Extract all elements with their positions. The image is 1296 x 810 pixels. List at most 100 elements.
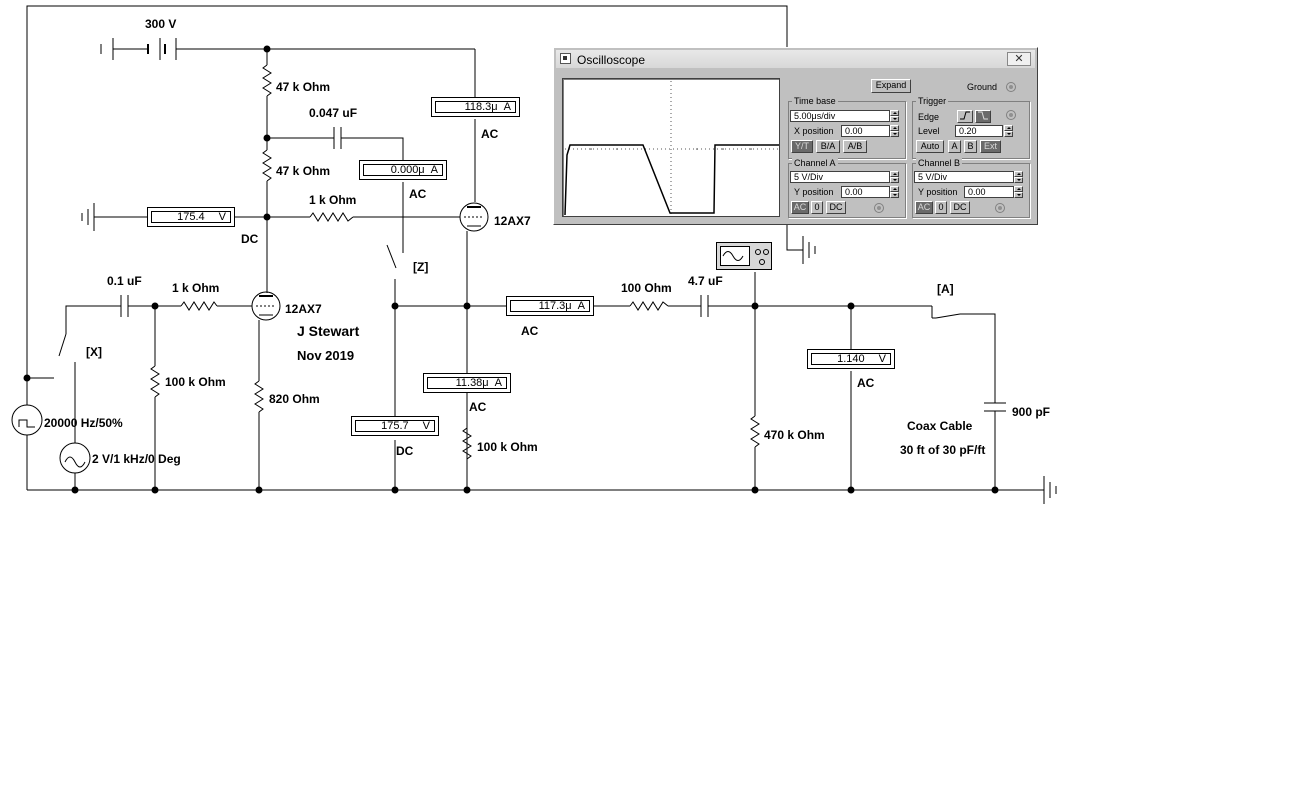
resistor-1k-grid1	[180, 301, 218, 311]
voltmeter-175-7[interactable]: 175.7 V	[351, 416, 439, 436]
oscilloscope-window[interactable]: Oscilloscope ✕ Expand Ground Time base 5…	[553, 47, 1038, 225]
channel-a-ypos-spinner[interactable]	[890, 186, 899, 198]
channel-b-radio[interactable]	[995, 203, 1005, 213]
meter-unit: A	[577, 300, 585, 312]
channel-a-label: Channel A	[792, 158, 838, 168]
label-capacitor-01uf: 0.1 uF	[107, 274, 142, 288]
channel-a-group	[788, 163, 906, 218]
xposition-label: X position	[794, 126, 834, 136]
label-resistor-100k-grid: 100 k Ohm	[165, 375, 226, 389]
label-resistor-100k-cathode: 100 k Ohm	[477, 440, 538, 454]
label-ac-117: AC	[521, 324, 539, 338]
ground-label: Ground	[967, 82, 998, 92]
label-capacitor-900pf: 900 pF	[1012, 405, 1051, 419]
label-date: Nov 2019	[297, 348, 355, 363]
channel-a-ac-button[interactable]: AC	[791, 201, 809, 214]
meter-value: 118.3μ	[464, 101, 498, 113]
close-button[interactable]: ✕	[1007, 52, 1031, 66]
channel-b-ac-button[interactable]: AC	[915, 201, 933, 214]
label-cable-desc: 30 ft of 30 pF/ft	[900, 443, 986, 457]
trigger-ext-button[interactable]: Ext	[980, 140, 1001, 153]
resistor-100-ohm	[629, 301, 669, 311]
waveform-trace	[564, 144, 779, 216]
resistor-100k-cathode	[462, 427, 472, 460]
meter-value: 175.7	[381, 420, 409, 432]
channel-a-radio[interactable]	[874, 203, 884, 213]
meter-unit: A	[503, 101, 511, 113]
label-square-source: 20000 Hz/50%	[44, 416, 123, 430]
resistor-47k-top	[262, 64, 272, 97]
channel-b-ypos-spinner[interactable]	[1014, 186, 1023, 198]
channel-b-zero-button[interactable]: 0	[935, 201, 947, 214]
label-resistor-47k-top: 47 k Ohm	[276, 80, 331, 94]
channel-a-ypos-label: Y position	[794, 187, 834, 197]
edge-radio[interactable]	[1006, 110, 1016, 120]
auto-button[interactable]: Auto	[916, 140, 944, 153]
level-input[interactable]: 0.20	[955, 125, 1003, 137]
label-resistor-1k-grid1: 1 k Ohm	[172, 281, 220, 295]
level-label: Level	[918, 126, 940, 136]
resistor-100k-grid	[150, 365, 160, 398]
ammeter-11-38[interactable]: 11.38μ A	[423, 373, 511, 393]
channel-b-scale-input[interactable]: 5 V/Div	[914, 171, 1014, 183]
ba-button[interactable]: B/A	[816, 140, 840, 153]
channel-b-scale-spinner[interactable]	[1014, 171, 1023, 183]
window-app-icon	[560, 53, 571, 64]
wire-top-rail	[26, 5, 788, 378]
junction-dots	[23, 45, 999, 494]
meter-value: 0.000μ	[390, 164, 425, 176]
channel-a-dc-button[interactable]: DC	[826, 201, 846, 214]
trigger-b-button[interactable]: B	[964, 140, 977, 153]
tube-12ax7-upper	[459, 202, 489, 232]
level-spinner[interactable]	[1004, 125, 1013, 137]
meter-value: 11.38μ	[455, 377, 489, 389]
channel-a-zero-button[interactable]: 0	[811, 201, 823, 214]
switch-z	[386, 244, 397, 269]
channel-a-ypos-input[interactable]: 0.00	[841, 186, 890, 198]
rising-edge-icon[interactable]	[957, 110, 973, 123]
channel-a-scale-spinner[interactable]	[890, 171, 899, 183]
channel-b-ypos-label: Y position	[918, 187, 958, 197]
oscilloscope-titlebar[interactable]: Oscilloscope ✕	[556, 50, 1035, 68]
label-tube-lower: 12AX7	[285, 302, 322, 316]
expand-button[interactable]: Expand	[871, 79, 911, 93]
oscilloscope-instrument-icon[interactable]	[716, 242, 772, 270]
voltmeter-1-140[interactable]: 1.140 V	[807, 349, 895, 369]
channel-b-ypos-input[interactable]: 0.00	[964, 186, 1014, 198]
window-title: Oscilloscope	[577, 53, 646, 67]
sine-wave-icon	[720, 246, 750, 266]
ab-button[interactable]: A/B	[843, 140, 867, 153]
label-ac-mid: AC	[409, 187, 427, 201]
trigger-a-button[interactable]: A	[948, 140, 961, 153]
meter-unit: V	[878, 353, 886, 365]
ground-radio[interactable]	[1006, 82, 1016, 92]
meter-value: 1.140	[837, 353, 865, 365]
channel-b-group	[912, 163, 1030, 218]
label-capacitor-0047uf: 0.047 uF	[309, 106, 358, 120]
oscilloscope-screen	[562, 78, 780, 217]
meter-value: 175.4	[177, 211, 205, 223]
meter-unit: A	[494, 377, 502, 389]
label-resistor-47k-bottom: 47 k Ohm	[276, 164, 331, 178]
timebase-label: Time base	[792, 96, 838, 106]
switch-x	[58, 333, 67, 357]
label-ac-1140: AC	[857, 376, 875, 390]
label-capacitor-47uf: 4.7 uF	[688, 274, 723, 288]
channel-b-dc-button[interactable]: DC	[950, 201, 970, 214]
xposition-input[interactable]: 0.00	[841, 125, 890, 137]
meter-unit: V	[422, 420, 430, 432]
timebase-spinner[interactable]	[890, 110, 899, 122]
ammeter-118-3[interactable]: 118.3μ A	[431, 97, 520, 117]
yt-button[interactable]: Y/T	[791, 140, 813, 153]
resistor-47k-bottom	[262, 149, 272, 182]
label-tube-upper: 12AX7	[494, 214, 531, 228]
label-ac-11: AC	[469, 400, 487, 414]
falling-edge-icon[interactable]	[975, 110, 991, 123]
timebase-input[interactable]: 5.00μs/div	[790, 110, 890, 122]
xposition-spinner[interactable]	[890, 125, 899, 137]
channel-a-scale-input[interactable]: 5 V/Div	[790, 171, 890, 183]
label-dc-175-7: DC	[396, 444, 414, 458]
